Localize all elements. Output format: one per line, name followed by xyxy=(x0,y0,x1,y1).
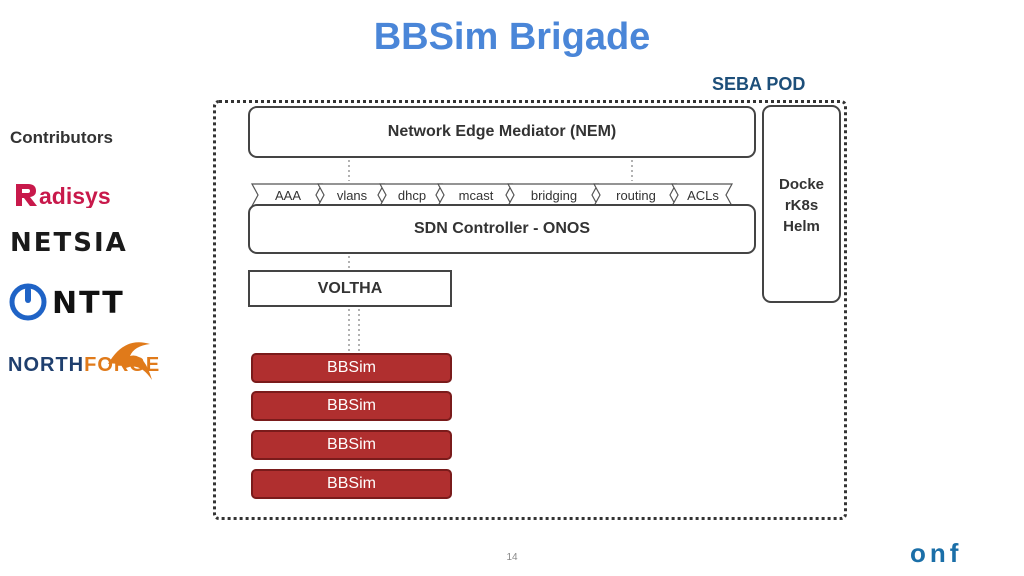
seba-pod-label: SEBA POD xyxy=(712,74,806,94)
app-chevron-label: ACLs xyxy=(687,188,719,203)
side-line-3: Helm xyxy=(783,218,820,235)
seba-pod-boundary xyxy=(213,100,847,520)
radisys-logo-mark: adisys xyxy=(16,183,111,209)
app-chevron-label: AAA xyxy=(275,188,301,203)
voltha-box: VOLTHA xyxy=(248,270,452,307)
app-chevron-label: bridging xyxy=(531,188,577,203)
northforge-north: NORTH xyxy=(8,354,85,376)
docker-k8s-helm-box: Docke rK8s Helm xyxy=(762,105,841,303)
netsia-logo: NETSIA xyxy=(10,228,128,258)
bbsim-box: BBSim xyxy=(251,430,452,460)
onf-logo: onf xyxy=(910,538,1014,571)
page-title: BBSim Brigade xyxy=(373,16,651,58)
ntt-logo-icon xyxy=(8,282,48,327)
app-chevron-label: mcast xyxy=(459,188,494,203)
bbsim-box: BBSim xyxy=(251,469,452,499)
bbsim-box: BBSim xyxy=(251,391,452,421)
onf-logo-text: onf xyxy=(910,542,962,566)
page-number: 14 xyxy=(506,552,518,563)
bbsim-box: BBSim xyxy=(251,353,452,383)
contributors-heading: Contributors xyxy=(10,128,113,147)
nem-box: Network Edge Mediator (NEM) xyxy=(248,106,756,158)
side-line-1: Docke xyxy=(778,176,825,193)
onos-label: SDN Controller - ONOS xyxy=(413,220,590,237)
side-line-2: rK8s xyxy=(784,197,819,214)
app-chevron-label: dhcp xyxy=(398,188,426,203)
ntt-logo-text: NTT xyxy=(52,286,125,321)
app-chevron-label: vlans xyxy=(337,188,368,203)
app-chevron-label: routing xyxy=(616,188,656,203)
radisys-logo: adisys xyxy=(14,180,114,213)
onos-apps-bar: AAA vlans dhcp mcast bridging routing ACLs xyxy=(250,183,734,207)
onos-box: SDN Controller - ONOS xyxy=(248,204,756,254)
northforge-flame-icon xyxy=(104,334,154,389)
svg-text:adisys: adisys xyxy=(39,183,111,208)
nem-label: Network Edge Mediator (NEM) xyxy=(387,123,617,140)
